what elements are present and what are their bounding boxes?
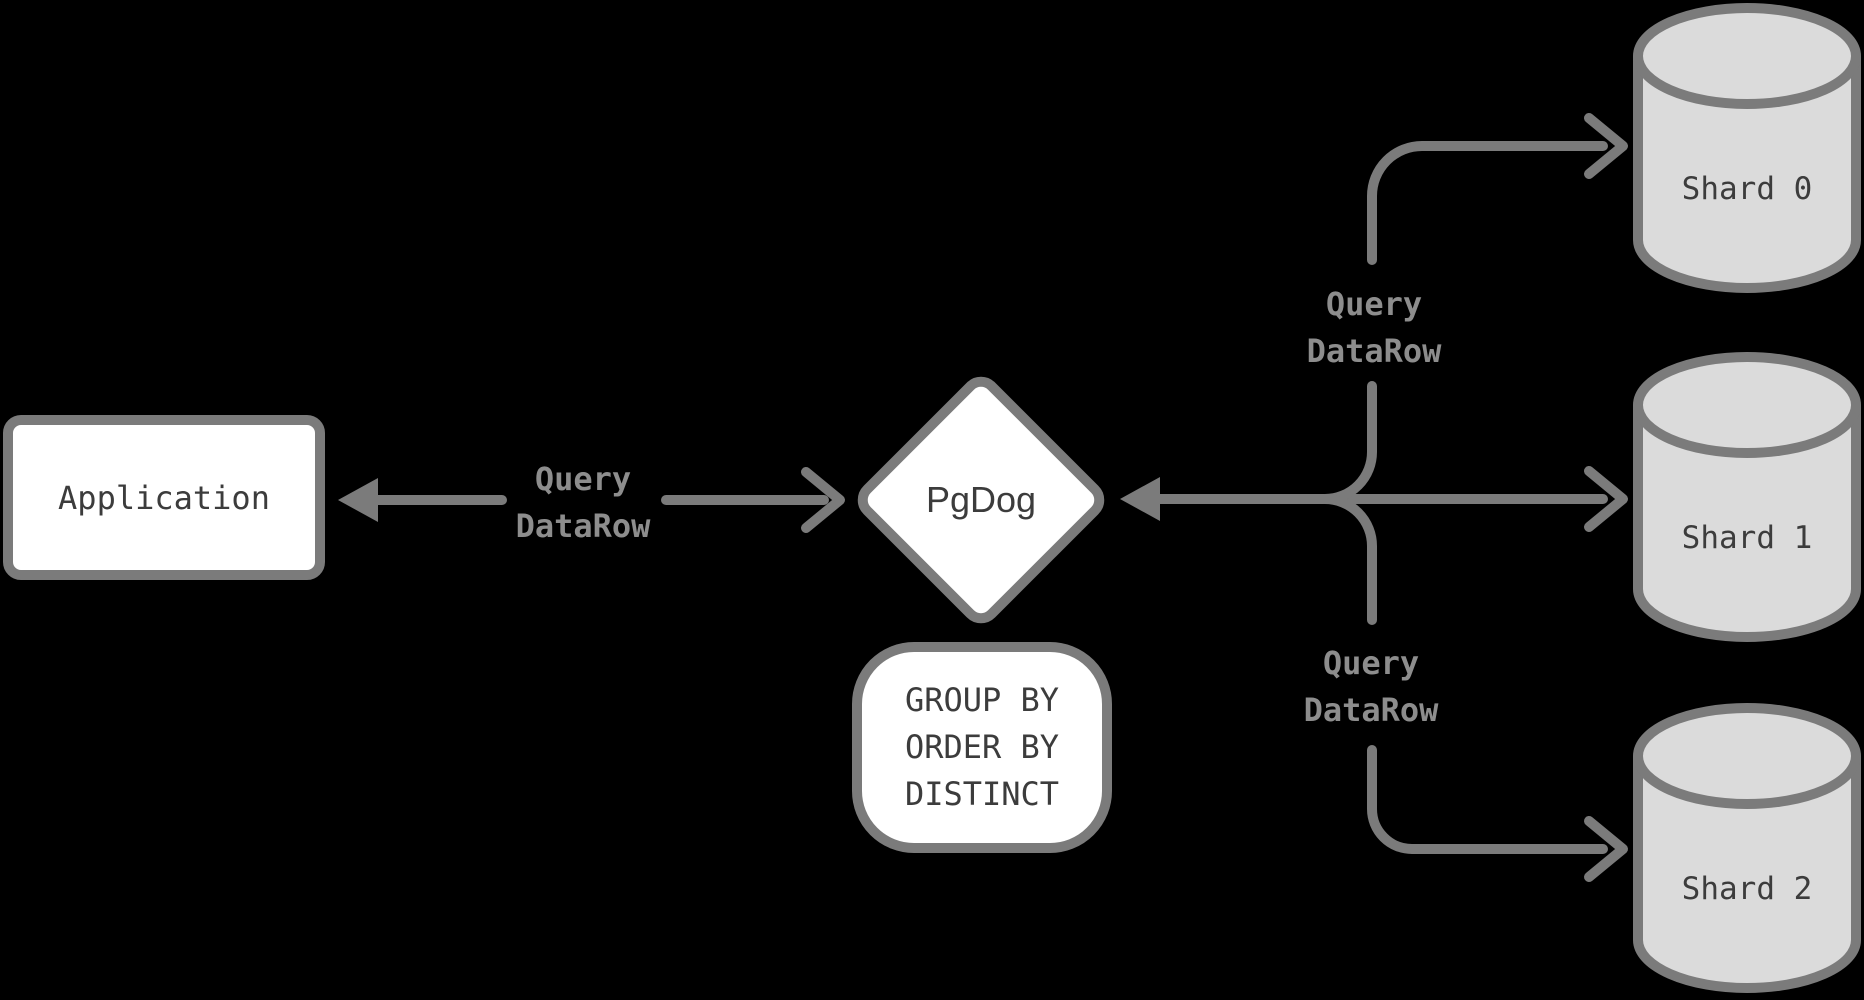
pgdog-label: PgDog: [925, 479, 1037, 520]
database-cylinder-icon: [1633, 3, 1861, 293]
edge-label-shard0: Query DataRow: [1264, 281, 1484, 375]
arrowhead-open-shard1: [1584, 466, 1628, 532]
arrowhead-open-pgdog: [801, 467, 845, 533]
application-label: Application: [58, 478, 270, 517]
database-cylinder-icon: [1633, 703, 1861, 993]
shard-1-label: Shard 1: [1681, 520, 1813, 556]
operation-line: ORDER BY: [904, 728, 1060, 766]
edge-label-line: DataRow: [515, 507, 651, 545]
edge-label-shard2: Query DataRow: [1261, 640, 1481, 734]
arrowhead-open-shard2: [1584, 816, 1628, 882]
edge-label-line: Query: [1325, 285, 1423, 323]
arrowhead-open-shard0: [1584, 113, 1628, 179]
edge-label-line: DataRow: [1303, 691, 1439, 729]
shard-0-label: Shard 0: [1681, 171, 1813, 207]
operations-node: GROUP BY ORDER BY DISTINCT: [852, 642, 1112, 853]
edge-trunk-shards-pgdog: [1120, 466, 1628, 532]
edge-label-line: DataRow: [1306, 332, 1442, 370]
edge-branch-shard2: [1320, 494, 1628, 882]
edge-label-line: Query: [1322, 644, 1420, 682]
shard-2-node: Shard 2: [1633, 703, 1861, 993]
edge-label-line: Query: [534, 460, 632, 498]
operation-line: GROUP BY: [904, 681, 1060, 719]
database-cylinder-icon: [1633, 352, 1861, 642]
arrowhead-filled-left-pgdog: [1120, 477, 1160, 521]
shard-2-label: Shard 2: [1681, 871, 1813, 907]
edge-label-app-pgdog: Query DataRow: [473, 456, 693, 550]
arrowhead-filled-left-app: [338, 478, 378, 522]
application-node: Application: [3, 415, 325, 580]
operation-line: DISTINCT: [904, 775, 1060, 813]
shard-1-node: Shard 1: [1633, 352, 1861, 642]
shard-0-node: Shard 0: [1633, 3, 1861, 293]
edge-pgdog-to-application: [338, 478, 507, 522]
edge-application-to-pgdog: [661, 467, 845, 533]
